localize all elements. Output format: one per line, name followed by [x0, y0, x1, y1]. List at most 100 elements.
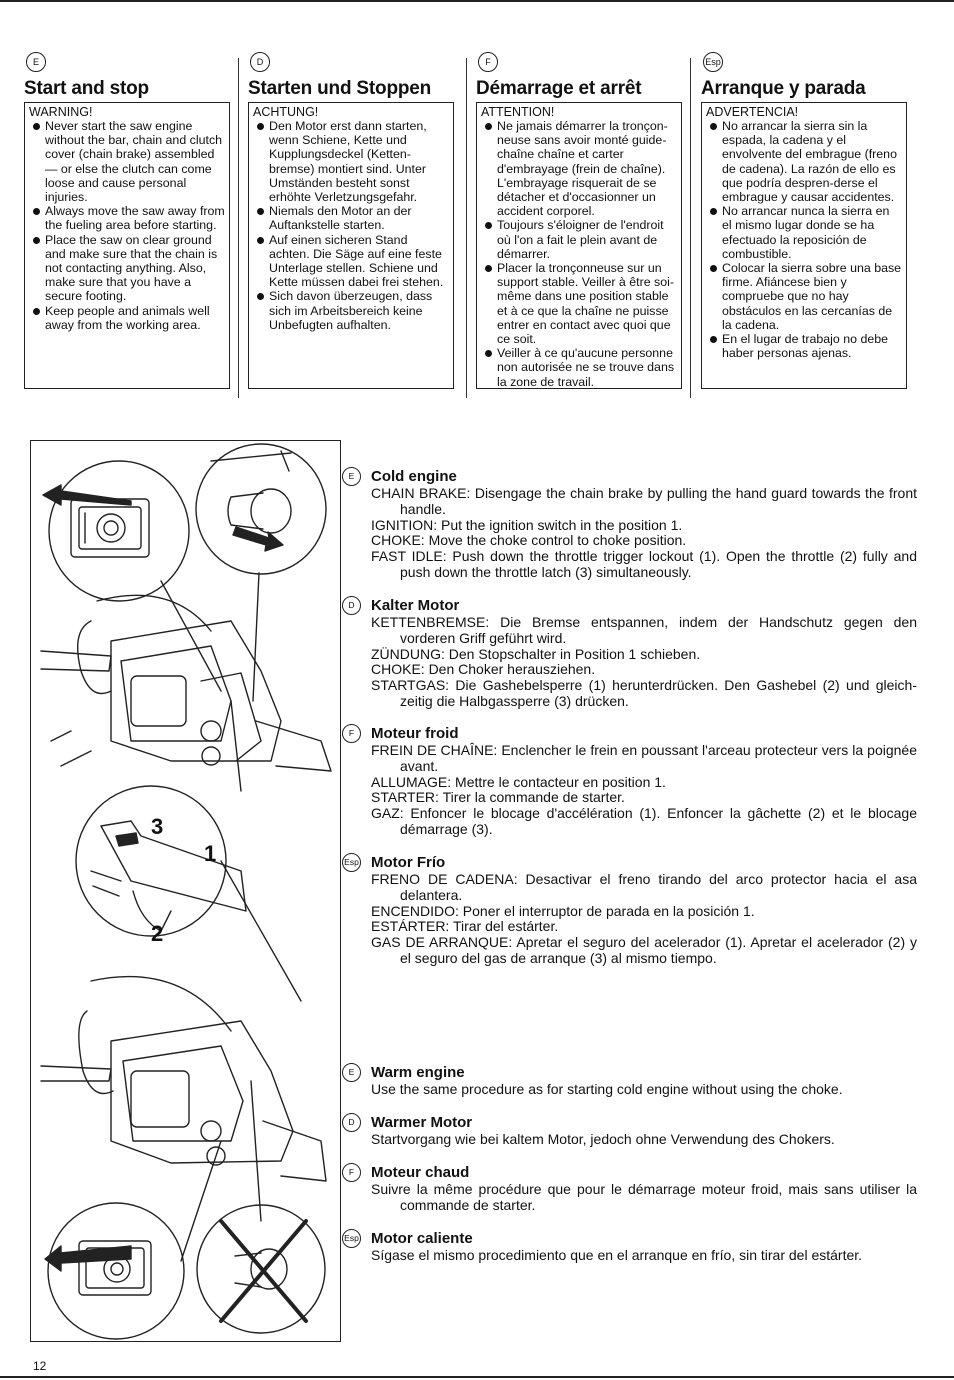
- warning-item: Veiller à ce qu'aucune personne non auto…: [481, 346, 677, 389]
- label-3: 3: [151, 814, 163, 839]
- instruction-line: ESTÁRTER: Tirar del estárter.: [371, 918, 559, 935]
- chainsaw-bar-lower: [40, 1065, 112, 1082]
- chainsaw-illustration: 3 1 2: [30, 440, 341, 1342]
- label-2: 2: [151, 921, 163, 946]
- section-cold-german: D Kalter Motor KETTENBREMSE: Die Bremse …: [342, 596, 917, 710]
- instruction-line: GAZ: Enfoncer le blocage d'accélération …: [371, 805, 917, 837]
- warning-item: Ne jamais démarrer la tronçon-neuse sans…: [481, 119, 677, 218]
- instruction-line: STARTGAS: Die Gashebelsperre (1) herunte…: [371, 677, 917, 709]
- instruction-line: FRENO DE CADENA: Desactivar el freno tir…: [371, 871, 917, 903]
- throttle-detail-circle: [75, 785, 227, 937]
- lang-badge: E: [26, 52, 46, 72]
- warning-item: Placer la tronçonneuse sur un support st…: [481, 261, 677, 346]
- top-rule: [0, 0, 954, 2]
- column-divider: [690, 58, 691, 398]
- warning-item: Never start the saw engine without the b…: [29, 119, 225, 204]
- lang-badge: Esp: [342, 853, 361, 872]
- illustration-drawing: 3 1 2: [40, 443, 332, 1340]
- warning-box: ADVERTENCIA! No arrancar la sierra sin l…: [701, 102, 907, 389]
- section-title: Warmer Motor: [371, 1114, 473, 1131]
- lang-badge: Esp: [342, 1229, 361, 1248]
- instruction-line: FREIN DE CHAÎNE: Enclencher le frein en …: [371, 742, 917, 774]
- instruction-line: ENCENDIDO: Poner el interruptor de parad…: [371, 902, 755, 919]
- instruction-line: CHOKE: Den Choker herausziehen.: [371, 661, 596, 678]
- warning-item: Keep people and animals well away from t…: [29, 304, 225, 332]
- column-divider: [238, 58, 239, 398]
- section-title: Moteur chaud: [371, 1164, 470, 1181]
- instruction-line: GAS DE ARRANQUE: Apretar el seguro del a…: [371, 934, 917, 966]
- section-warm-spanish: Esp Motor caliente Sígase el mismo proce…: [342, 1229, 917, 1264]
- section-cold-french: F Moteur froid FREIN DE CHAÎNE: Enclench…: [342, 724, 917, 838]
- label-1: 1: [204, 841, 216, 866]
- column-french: F Démarrage et arrêt ATTENTION! Ne jamai…: [476, 52, 682, 389]
- lang-badge: D: [342, 1113, 361, 1132]
- lang-badge: F: [478, 52, 498, 72]
- instruction-line: Use the same procedure as for starting c…: [371, 1081, 843, 1097]
- warning-item: Colocar la sierra sobre una base firme. …: [706, 261, 902, 332]
- lang-badge: F: [342, 1163, 361, 1182]
- column-german: D Starten und Stoppen ACHTUNG! Den Motor…: [248, 52, 454, 389]
- warning-item: Always move the saw away from the fuelin…: [29, 204, 225, 232]
- warning-box: ACHTUNG! Den Motor erst dann starten, we…: [248, 102, 454, 389]
- warning-item: Sich davon überzeugen, dass sich im Arbe…: [253, 289, 449, 332]
- lang-badge: D: [250, 52, 270, 72]
- section-title: Motor caliente: [371, 1230, 473, 1247]
- column-title: Démarrage et arrêt: [476, 78, 642, 99]
- ignition-detail-circle-lower: [47, 1202, 185, 1340]
- instruction-line: ZÜNDUNG: Den Stopschalter in Position 1 …: [371, 645, 701, 662]
- no-choke-detail-circle: [196, 1204, 326, 1334]
- ignition-detail-circle: [48, 460, 190, 602]
- bottom-rule: [0, 1376, 954, 1378]
- warning-item: En el lugar de trabajo no debe haber per…: [706, 332, 902, 360]
- warning-box: WARNING! Never start the saw engine with…: [24, 102, 230, 389]
- warning-box: ATTENTION! Ne jamais démarrer la tronçon…: [476, 102, 682, 389]
- column-english: E Start and stop WARNING! Never start th…: [24, 52, 230, 389]
- lang-badge: Esp: [703, 52, 723, 72]
- column-title: Start and stop: [24, 78, 149, 99]
- section-warm-german: D Warmer Motor Startvorgang wie bei kalt…: [342, 1113, 917, 1148]
- column-title: Starten und Stoppen: [248, 78, 432, 99]
- warning-item: Place the saw on clear ground and make s…: [29, 233, 225, 304]
- instruction-line: KETTENBREMSE: Die Bremse entspannen, ind…: [371, 614, 917, 646]
- section-cold-english: E Cold engine CHAIN BRAKE: Disengage the…: [342, 467, 917, 581]
- instruction-line: Suivre la même procédure que pour le dém…: [371, 1181, 917, 1213]
- warning-label: WARNING!: [29, 105, 93, 119]
- warning-item: No arrancar la sierra sin la espada, la …: [706, 119, 902, 204]
- section-title: Kalter Motor: [371, 597, 460, 614]
- warning-item: Toujours s'éloigner de l'endroit où l'on…: [481, 218, 677, 261]
- lang-badge: E: [342, 1063, 361, 1082]
- section-title: Cold engine: [371, 468, 457, 485]
- warning-item: Niemals den Motor an der Auftankstelle s…: [253, 204, 449, 232]
- chainsaw-bar-upper: [40, 650, 112, 672]
- instruction-line: CHAIN BRAKE: Disengage the chain brake b…: [371, 485, 917, 517]
- section-cold-spanish: Esp Motor Frío FRENO DE CADENA: Desactiv…: [342, 853, 917, 967]
- cross-icon: [219, 1219, 308, 1323]
- instruction-line: IGNITION: Put the ignition switch in the…: [371, 516, 683, 533]
- instruction-line: STARTER: Tirer la commande de starter.: [371, 789, 625, 806]
- section-warm-french: F Moteur chaud Suivre la même procédure …: [342, 1163, 917, 1214]
- lang-badge: E: [342, 467, 361, 486]
- column-title: Arranque y parada: [701, 78, 866, 99]
- warning-label: ACHTUNG!: [253, 105, 319, 119]
- instruction-line: FAST IDLE: Push down the throttle trigge…: [371, 548, 917, 580]
- warning-item: Auf einen sicheren Stand achten. Die Säg…: [253, 233, 449, 290]
- warning-item: Den Motor erst dann starten, wenn Schien…: [253, 119, 449, 204]
- column-spanish: Esp Arranque y parada ADVERTENCIA! No ar…: [701, 52, 907, 389]
- warning-label: ADVERTENCIA!: [706, 105, 799, 119]
- column-divider: [466, 58, 467, 398]
- warning-item: No arrancar nunca la sierra en el mismo …: [706, 204, 902, 261]
- arrow-left-icon: [42, 484, 132, 506]
- arrow-right-icon: [232, 526, 284, 552]
- instruction-line: Startvorgang wie bei kaltem Motor, jedoc…: [371, 1131, 835, 1147]
- lang-badge: F: [342, 724, 361, 743]
- warning-label: ATTENTION!: [481, 105, 555, 119]
- instruction-line: ALLUMAGE: Mettre le contacteur en positi…: [371, 773, 666, 790]
- instruction-line: CHOKE: Move the choke control to choke p…: [371, 532, 687, 549]
- arrow-left-icon: [44, 1245, 132, 1272]
- section-title: Motor Frío: [371, 854, 446, 871]
- section-title: Moteur froid: [371, 725, 459, 742]
- section-warm-english: E Warm engine Use the same procedure as …: [342, 1063, 917, 1098]
- page-number: 12: [33, 1359, 47, 1373]
- instruction-line: Sígase el mismo procedimiento que en el …: [371, 1247, 863, 1263]
- choke-detail-circle: [195, 443, 327, 575]
